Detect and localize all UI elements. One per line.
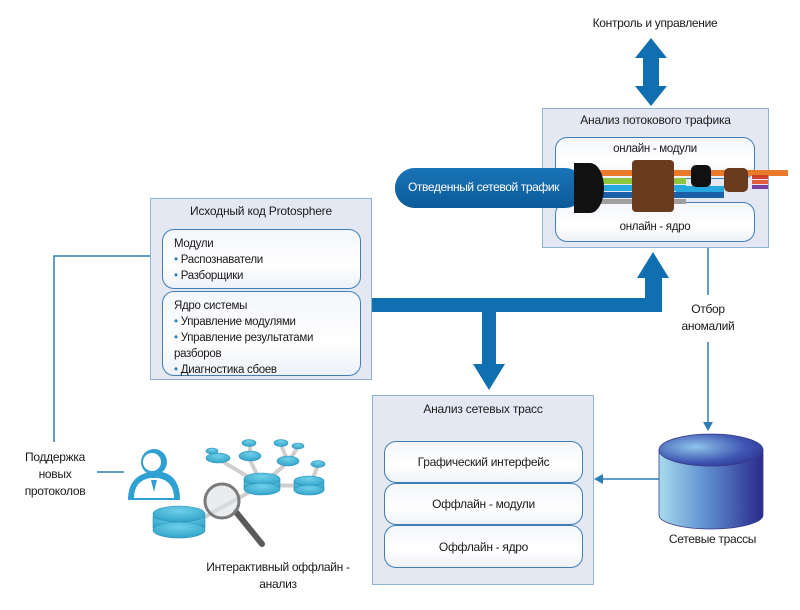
core-item: Управление результатами разборов bbox=[174, 330, 360, 362]
main-flow-arrow bbox=[372, 252, 669, 390]
anomaly-label-line: Отбор bbox=[691, 302, 725, 316]
protocol-support-line: Поддержка bbox=[25, 450, 85, 464]
source-code-panel: Исходный код Protosphere Модули Распозна… bbox=[150, 198, 372, 380]
trace-item-offline-modules: Оффлайн - модули bbox=[384, 483, 583, 525]
offline-analysis-label: Интерактивный оффлайн - анализ bbox=[206, 560, 350, 591]
control-double-arrow bbox=[635, 38, 667, 106]
magnifier-icon bbox=[203, 482, 265, 547]
core-heading: Ядро системы bbox=[174, 300, 248, 312]
db-to-trace-arrowhead bbox=[594, 474, 603, 484]
source-panel-title: Исходный код Protosphere bbox=[190, 204, 332, 218]
protocol-support-line bbox=[53, 255, 160, 442]
protocol-support-label: Поддержка новых протоколов bbox=[15, 449, 95, 500]
core-box: Ядро системы Управление модулями Управле… bbox=[162, 291, 361, 376]
control-label: Контроль и управление bbox=[592, 16, 718, 30]
trace-item-gui: Графический интерфейс bbox=[384, 441, 583, 483]
trace-item-offline-core: Оффлайн - ядро bbox=[384, 525, 583, 568]
protocol-support-line: протоколов bbox=[24, 484, 86, 498]
anomaly-arrowhead bbox=[703, 422, 713, 431]
anomaly-label-line: аномалий bbox=[681, 319, 735, 333]
trace-panel-title: Анализ сетевых трасс bbox=[423, 402, 543, 416]
protocol-support-line: новых bbox=[38, 467, 72, 481]
network-topology-icon bbox=[152, 439, 326, 547]
cable-label: Отведенный сетевой трафик bbox=[408, 180, 560, 194]
modules-heading: Модули bbox=[174, 238, 214, 250]
online-core-label: онлайн - ядро bbox=[619, 221, 691, 233]
modules-item: Разборщики bbox=[174, 268, 360, 284]
core-item: Управление модулями bbox=[174, 314, 360, 330]
modules-item: Распознаватели bbox=[174, 252, 360, 268]
online-modules-label: онлайн - модули bbox=[613, 143, 697, 155]
trace-analysis-panel: Анализ сетевых трасс Графический интерфе… bbox=[372, 395, 594, 585]
database-icon bbox=[658, 433, 764, 530]
core-item: Диагностика сбоев bbox=[174, 362, 360, 378]
modules-box: Модули Распознаватели Разборщики bbox=[162, 229, 361, 289]
anomaly-label: Отбор аномалий bbox=[668, 301, 748, 335]
database-label: Сетевые трассы bbox=[668, 532, 757, 546]
stream-panel-title: Анализ потокового трафика bbox=[580, 113, 731, 127]
user-icon bbox=[128, 449, 180, 500]
